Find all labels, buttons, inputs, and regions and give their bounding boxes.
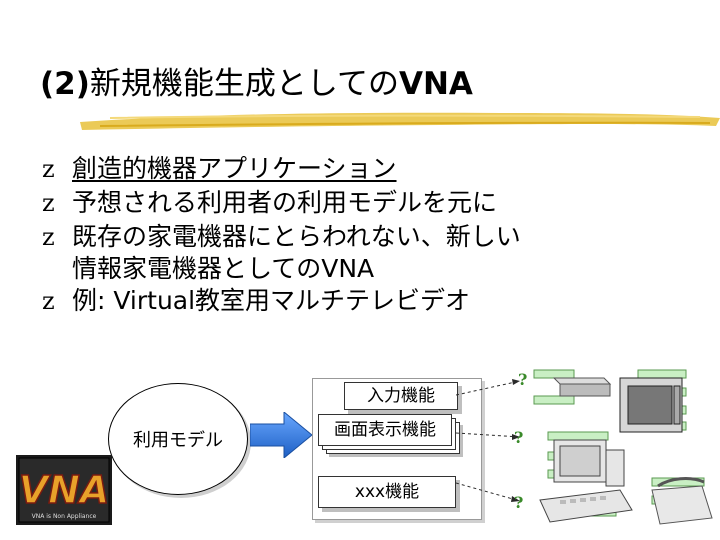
usage-model-ellipse: 利用モデル <box>108 383 248 495</box>
usage-model-label: 利用モデル <box>133 430 223 451</box>
bullet-list: z 創造的機器アプリケーション z 予想される利用者の利用モデルを元に z 既存… <box>42 152 521 318</box>
bullet-text: 既存の家電機器にとらわれない、新しい <box>72 222 521 251</box>
function-label: 入力機能 <box>367 386 435 406</box>
bullet-item: z 既存の家電機器にとらわれない、新しい <box>42 220 521 254</box>
bullet-text: 予想される利用者の利用モデルを元に <box>72 188 498 217</box>
function-box-display-stack: 画面表示機能 <box>318 414 468 458</box>
bullet-icon: z <box>42 155 55 183</box>
bullet-icon: z <box>42 287 55 315</box>
title-prefix: (2) <box>40 66 90 102</box>
function-label: 画面表示機能 <box>334 420 436 440</box>
bullet-icon: z <box>42 223 55 251</box>
question-mark: ? <box>518 370 528 389</box>
question-mark: ? <box>514 493 524 512</box>
bullet-text: 創造的機器アプリケーション <box>72 154 397 183</box>
function-box-xxx: xxx機能 <box>318 476 456 508</box>
question-mark: ? <box>514 428 524 447</box>
bullet-continuation: 情報家電機器としてのVNA <box>72 254 375 283</box>
function-box-input: 入力機能 <box>344 382 458 410</box>
dashed-arrows <box>456 379 521 502</box>
title-suffix: VNA <box>398 66 473 102</box>
yellow-brush-stroke <box>80 112 720 130</box>
bullet-icon: z <box>42 189 55 217</box>
bullet-item: z 例: Virtual教室用マルチテレビデオ <box>42 284 521 318</box>
bullet-item: z 予想される利用者の利用モデルを元に <box>42 186 521 220</box>
title-main: 新規機能生成としての <box>89 66 399 102</box>
logo-text: VNA <box>19 468 110 512</box>
logo-subtext: VNA is Non Appliance <box>32 513 97 520</box>
bullet-text: 例: Virtual教室用マルチテレビデオ <box>72 286 471 315</box>
function-label: xxx機能 <box>354 482 420 502</box>
bullet-item: z 創造的機器アプリケーション <box>42 152 521 186</box>
vna-logo: VNA VNA is Non Appliance <box>16 455 112 525</box>
slide-title: (2)新規機能生成としてのVNA <box>40 58 473 103</box>
device-clipart <box>533 369 713 525</box>
right-arrow-icon <box>250 412 312 458</box>
